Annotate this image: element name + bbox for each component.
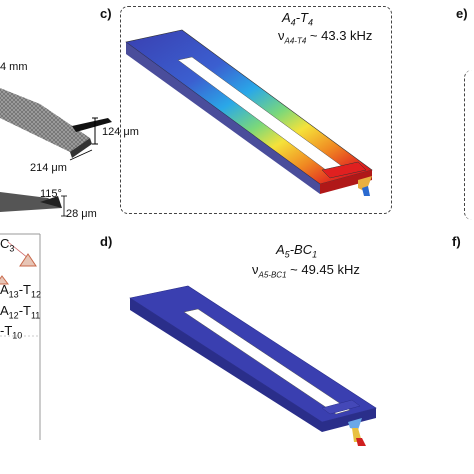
- cantilever-mesh-illustration: [0, 88, 112, 161]
- length-dimension: 4 mm: [0, 61, 28, 73]
- triangle-marker-icon: [0, 275, 9, 285]
- tip-angle: 115°: [40, 188, 62, 200]
- mode-list: A13-T12 A12-T11 -T10: [0, 282, 41, 344]
- tip-profile-illustration: [0, 192, 67, 217]
- mode-list-item-2: A12-T11: [0, 302, 41, 321]
- panel-label-d: d): [100, 234, 113, 249]
- panel-c-frame: [120, 6, 392, 214]
- panel-e-frame: [464, 70, 474, 220]
- panel-label-f: f): [452, 234, 461, 249]
- panel-d-cantilever-simulation: [129, 285, 377, 446]
- panel-c-mode-title: A4-T4: [282, 10, 313, 28]
- panel-label-c: c): [100, 6, 112, 21]
- panel-c-cantilever-simulation: [125, 29, 373, 196]
- mode-list-item-1: A13-T12: [0, 282, 41, 300]
- mode-plot-fragment: [0, 233, 41, 440]
- panel-d-mode-title: A5-BC1: [276, 242, 318, 260]
- panel-d-frequency: νA5-BC1 ~ 49.45 kHz: [252, 262, 360, 280]
- width-dimension: 214 μm: [30, 162, 67, 174]
- thickness-dimension: 28 μm: [66, 208, 97, 220]
- panel-c-frequency: νA4-T4 ~ 43.3 kHz: [278, 28, 373, 46]
- mode-list-item-3: -T10: [0, 323, 23, 341]
- mode-tag-top: C3: [0, 236, 15, 254]
- triangle-marker-icon: [19, 253, 37, 267]
- panel-label-e: e): [456, 6, 468, 21]
